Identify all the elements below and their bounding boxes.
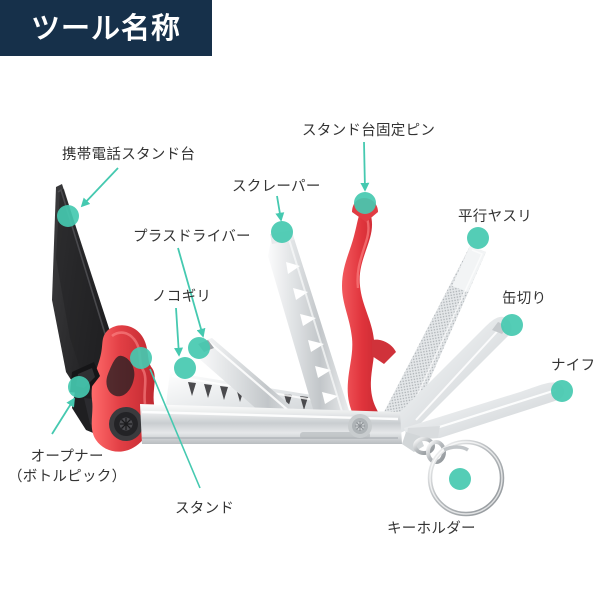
dot-phillips-screwdriver (188, 337, 210, 359)
dot-knife (551, 380, 573, 402)
callout-label-phone-stand: 携帯電話スタンド台 (62, 147, 196, 163)
dot-stand-fixing-pin (354, 192, 376, 214)
dot-opener-bottle-pick (68, 376, 90, 398)
dot-stand (130, 347, 152, 369)
callout-label-knife: ナイフ (551, 358, 596, 374)
callout-label-stand: スタンド (175, 501, 235, 517)
dot-parallel-file (467, 227, 489, 249)
pivot-screw-body (348, 414, 372, 438)
key-ring (402, 432, 505, 517)
callout-label-key-holder: キーホルダー (387, 521, 476, 537)
dot-phone-stand (57, 205, 79, 227)
callout-label-scraper: スクレーパー (232, 179, 321, 195)
dot-scraper (271, 221, 293, 243)
callout-label-stand-fixing-pin: スタンド台固定ピン (302, 123, 436, 139)
callout-label-parallel-file: 平行ヤスリ (458, 209, 532, 225)
header-bar: ツール名称 (0, 0, 212, 56)
callout-label-can-opener: 缶切り (502, 291, 547, 307)
callout-label-opener-bottle-pick: オープナー （ボトルピック） (8, 449, 127, 485)
silver-body-handle (140, 404, 402, 444)
dot-key-holder (449, 468, 471, 490)
red-stand-pin (342, 198, 396, 440)
callout-label-saw: ノコギリ (152, 289, 212, 305)
dot-can-opener (501, 314, 523, 336)
page-title: ツール名称 (30, 10, 181, 45)
callout-label-phillips-screwdriver: プラスドライバー (133, 229, 251, 245)
dot-saw (174, 357, 196, 379)
pivot-screw-red (109, 407, 143, 441)
knife-blade (404, 382, 565, 440)
